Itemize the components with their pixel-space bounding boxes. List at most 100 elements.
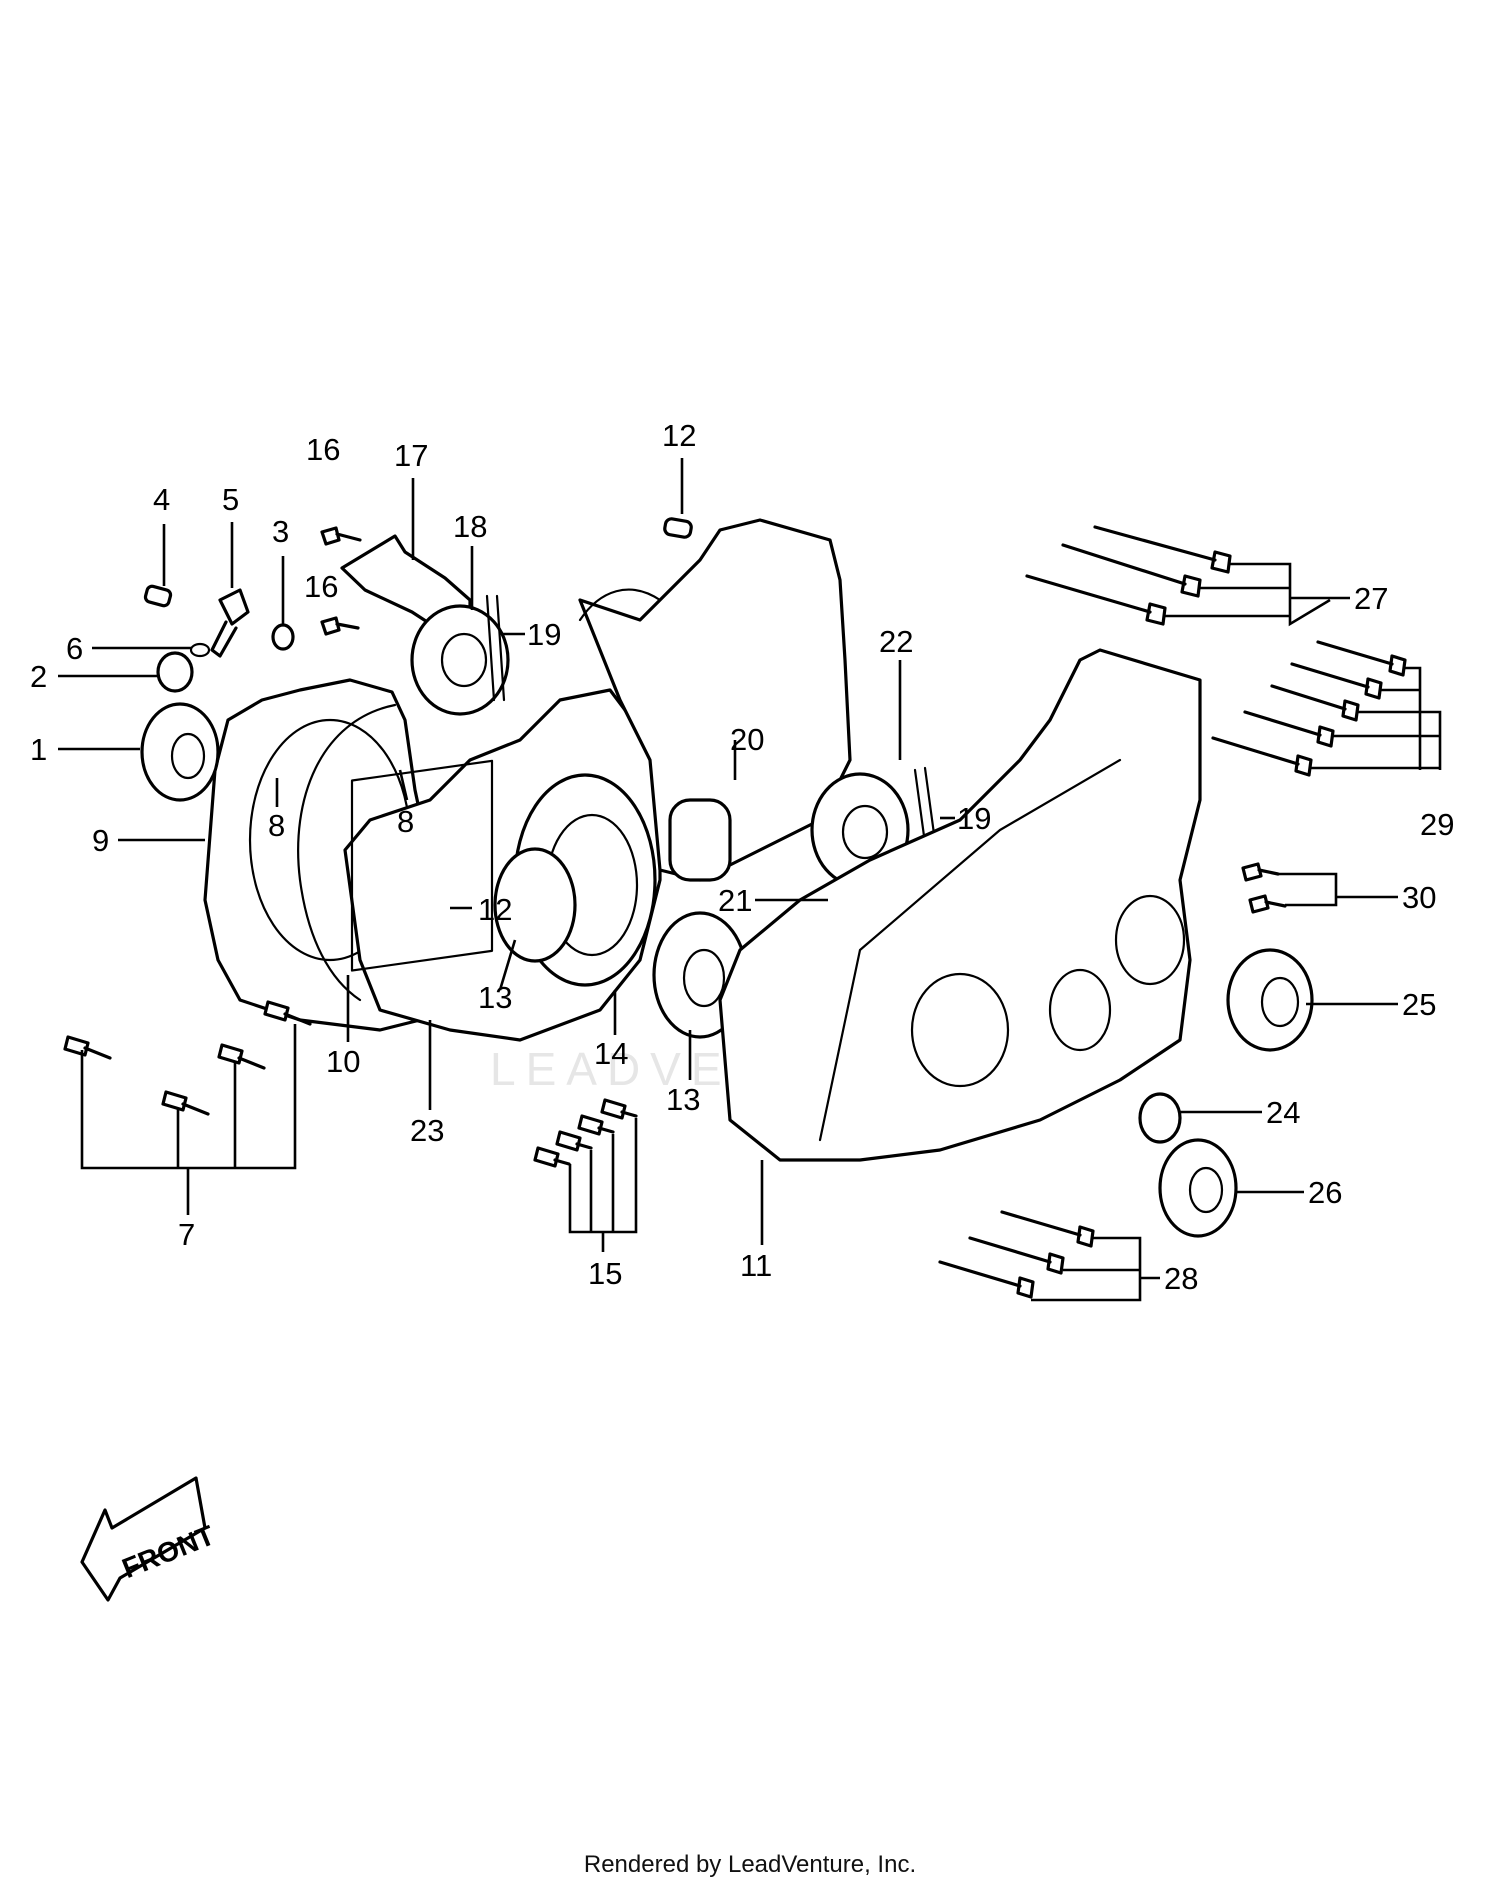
leader-30: [1278, 872, 1398, 907]
dowel-pin-12: [663, 517, 693, 539]
leader-lines: [58, 458, 1442, 1302]
tube-20: [578, 588, 662, 622]
callout-8a: 8: [268, 808, 285, 843]
leader-13a: [498, 939, 517, 991]
o-ring-6: [189, 642, 211, 658]
callout-13b: 13: [666, 1082, 700, 1117]
leader-29: [1311, 666, 1442, 770]
bolt-7-a: [63, 1035, 112, 1060]
leader-7: [80, 1024, 297, 1215]
bolt-7-c: [217, 1043, 266, 1070]
callout-19b: 19: [957, 801, 991, 836]
oil-seal-1: [140, 702, 220, 802]
bolt-29-d: [1243, 710, 1335, 748]
callout-7: 7: [178, 1217, 195, 1252]
callout-22: 22: [879, 624, 913, 659]
gasket-10: [297, 703, 397, 1002]
callout-12a: 12: [662, 418, 696, 453]
right-case-ridge: [818, 758, 1122, 1142]
oil-seal-1-inner: [170, 732, 206, 780]
bolt-28-a: [1000, 1210, 1095, 1248]
bearing-18-inner: [440, 632, 488, 688]
stud-19-left: [485, 594, 506, 702]
bolt-15-c: [555, 1130, 593, 1152]
bolt-7-d: [263, 1000, 312, 1026]
callout-16b: 16: [304, 569, 338, 604]
bolt-28-c: [938, 1260, 1035, 1299]
callouts: 1 2 3 4 5 6 7 8 8 9 10 11 12 12 13 13 14…: [30, 418, 1454, 1296]
leader-27: [1165, 562, 1350, 627]
callout-15: 15: [588, 1256, 622, 1291]
bolt-27-a: [1093, 525, 1232, 574]
front-arrow: FRONT: [80, 1476, 219, 1602]
crankcase-right-half: [718, 648, 1202, 1162]
bolt-15-a: [600, 1098, 638, 1120]
bolt-15-d: [533, 1146, 571, 1168]
bolt-28-b: [968, 1236, 1065, 1275]
callout-25: 25: [1402, 987, 1436, 1022]
callout-13a: 13: [478, 980, 512, 1015]
bearing-22-inner: [841, 804, 889, 860]
case-block-23: [350, 759, 494, 972]
callout-8b: 8: [397, 804, 414, 839]
bolt-27-b: [1061, 543, 1202, 598]
callout-18: 18: [453, 509, 487, 544]
bolt-29-e: [1211, 736, 1313, 777]
washer-2: [156, 651, 194, 693]
callout-28: 28: [1164, 1261, 1198, 1296]
bolt-29-a: [1316, 640, 1407, 677]
callout-1: 1: [30, 732, 47, 767]
leader-8b: [398, 769, 409, 801]
oil-seal-26-inner: [1188, 1166, 1224, 1214]
callout-4: 4: [153, 482, 170, 517]
callout-6: 6: [66, 631, 83, 666]
callout-16a: 16: [306, 432, 340, 467]
oil-seal-25-inner: [1260, 976, 1300, 1028]
bearing-18: [410, 604, 510, 716]
callout-17: 17: [394, 438, 428, 473]
bolt-16-upper: [320, 526, 362, 546]
roller-21: [668, 798, 732, 882]
callout-12b: 12: [478, 892, 512, 927]
callout-20: 20: [730, 722, 764, 757]
bolt-30-a: [1241, 862, 1280, 882]
callout-11: 11: [740, 1248, 772, 1283]
right-case-bore-1: [910, 972, 1010, 1088]
oil-seal-13-left: [493, 847, 577, 963]
plug-5: [210, 588, 250, 658]
callout-19a: 19: [527, 617, 561, 652]
leader-15: [568, 1118, 638, 1252]
bolt-30-b: [1248, 894, 1287, 914]
bolt-29-c: [1270, 684, 1360, 722]
bearing-13-right-inner: [682, 948, 726, 1008]
oil-seal-24: [1138, 1092, 1182, 1144]
callout-30: 30: [1402, 880, 1436, 915]
parts-artwork: [63, 517, 1407, 1299]
bolt-15-b: [577, 1114, 615, 1136]
right-case-bore-3: [1114, 894, 1186, 986]
pin-4: [143, 584, 173, 608]
callout-2: 2: [30, 659, 47, 694]
callout-3: 3: [272, 514, 289, 549]
callout-21: 21: [718, 883, 752, 918]
bolt-27-c: [1025, 574, 1167, 626]
callout-29: 29: [1420, 807, 1454, 842]
callout-24: 24: [1266, 1095, 1300, 1130]
oil-seal-26: [1158, 1138, 1238, 1238]
leader-28: [1031, 1236, 1160, 1302]
callout-9: 9: [92, 823, 109, 858]
right-case-bore-2: [1048, 968, 1112, 1052]
bolt-29-b: [1290, 662, 1383, 700]
callout-14: 14: [594, 1036, 628, 1071]
callout-23: 23: [410, 1113, 444, 1148]
bolt-16-lower: [320, 616, 360, 636]
callout-10: 10: [326, 1044, 360, 1079]
ring-3: [271, 623, 295, 651]
callout-26: 26: [1308, 1175, 1342, 1210]
callout-27: 27: [1354, 581, 1388, 616]
bolt-7-b: [161, 1090, 210, 1116]
footer-credit: Rendered by LeadVenture, Inc.: [583, 1851, 917, 1878]
callout-5: 5: [222, 482, 239, 517]
oil-seal-25: [1226, 948, 1314, 1052]
crankcase-upper-section: [578, 518, 852, 882]
